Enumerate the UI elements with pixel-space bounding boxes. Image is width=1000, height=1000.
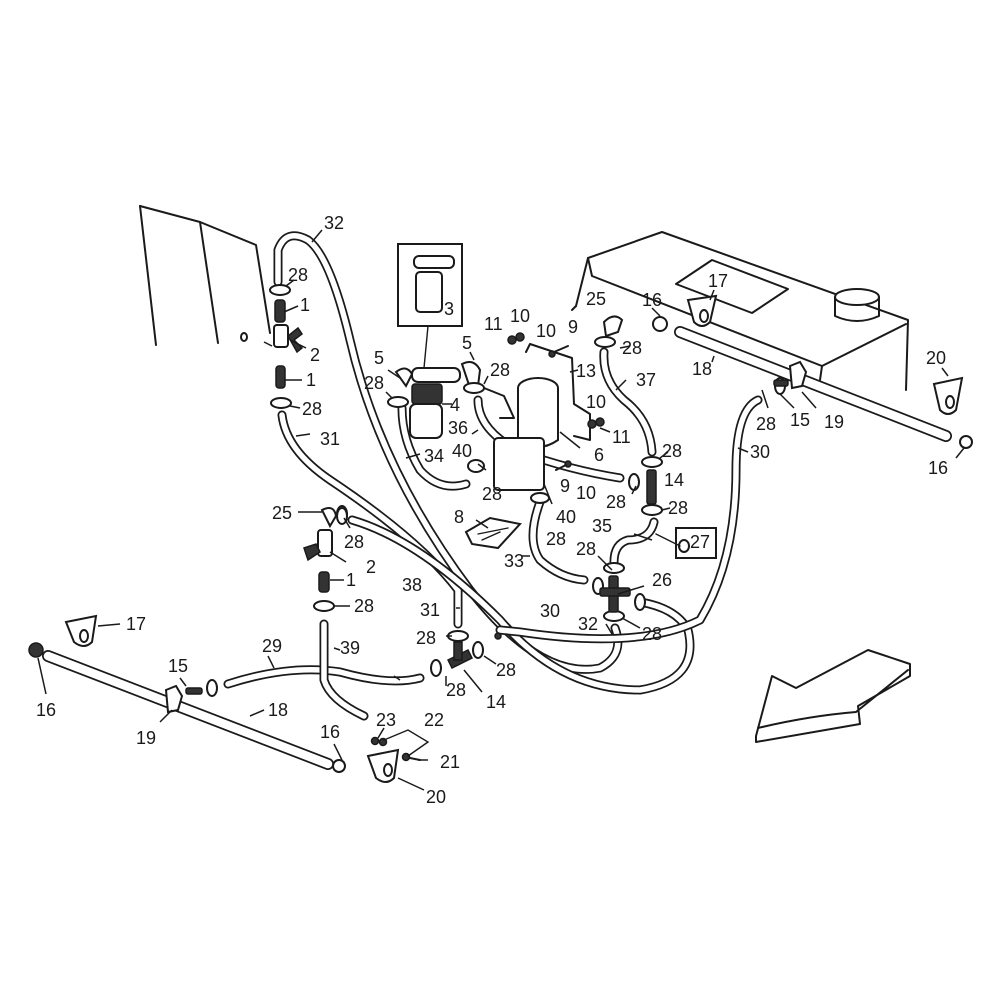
callout-6: 6 [594,445,604,465]
callout-15: 15 [790,410,810,430]
callout-11: 11 [484,314,503,334]
callout-28: 28 [576,539,596,559]
callout-labels: 32 28 1 2 1 28 31 3 5 5 28 28 4 36 34 40… [36,213,948,807]
callout-1: 1 [300,295,310,315]
callout-19: 19 [824,412,844,432]
callout-30: 30 [750,442,770,462]
callout-28: 28 [496,660,516,680]
callout-10: 10 [586,392,606,412]
callout-3: 3 [444,299,454,319]
fitting-1 [274,299,286,323]
tap-2 [273,324,289,348]
callout-30: 30 [540,601,560,621]
callout-4: 4 [450,395,460,415]
callout-14: 14 [486,692,506,712]
callout-38: 38 [402,575,422,595]
callout-17: 17 [708,271,728,291]
callout-26: 26 [652,570,672,590]
callout-22: 22 [424,710,444,730]
callout-10: 10 [536,321,556,341]
callout-20: 20 [926,348,946,368]
callout-17: 17 [126,614,146,634]
callout-16: 16 [642,290,662,310]
callout-18: 18 [268,700,288,720]
fuel-tank [571,231,909,391]
callout-2: 2 [366,557,376,577]
callout-28: 28 [668,498,688,518]
callout-5: 5 [374,348,384,368]
callout-32: 32 [578,614,598,634]
callout-1: 1 [346,570,356,590]
callout-28: 28 [364,373,384,393]
callout-14: 14 [664,470,684,490]
callout-5: 5 [462,333,472,353]
tubes [42,326,952,770]
callout-25: 25 [272,503,292,523]
callout-31: 31 [420,600,440,620]
callout-27: 27 [690,532,710,552]
callout-28: 28 [642,624,662,644]
callout-28: 28 [490,360,510,380]
callout-13: 13 [576,361,596,381]
callout-33: 33 [504,551,524,571]
callout-36: 36 [448,418,468,438]
callout-28: 28 [622,338,642,358]
callout-28: 28 [302,399,322,419]
callout-28: 28 [446,680,466,700]
hoses [223,231,763,721]
callout-40: 40 [556,507,576,527]
callout-40: 40 [452,441,472,461]
callout-34: 34 [424,446,444,466]
callout-10: 10 [510,306,530,326]
callout-10: 10 [576,483,596,503]
callout-2: 2 [310,345,320,365]
callout-8: 8 [454,507,464,527]
callout-16: 16 [320,722,340,742]
callout-9: 9 [568,317,578,337]
callout-28: 28 [288,265,308,285]
callout-20: 20 [426,787,446,807]
leader-lines [37,229,965,791]
front-direction-arrow [755,649,911,743]
callout-28: 28 [756,414,776,434]
callout-28: 28 [416,628,436,648]
callout-28: 28 [546,529,566,549]
callout-28: 28 [662,441,682,461]
clamp-28 [269,284,291,296]
callout-29: 29 [262,636,282,656]
callout-35: 35 [592,516,612,536]
callout-28: 28 [354,596,374,616]
callout-23: 23 [376,710,396,730]
callout-19: 19 [136,728,156,748]
callout-21: 21 [440,752,460,772]
frame-panel [139,205,271,346]
callout-37: 37 [636,370,656,390]
callout-9: 9 [560,476,570,496]
callout-18: 18 [692,359,712,379]
callout-28: 28 [482,484,502,504]
callout-1: 1 [306,370,316,390]
callout-15: 15 [168,656,188,676]
callout-28: 28 [344,532,364,552]
callout-31: 31 [320,429,340,449]
callout-16: 16 [36,700,56,720]
callout-39: 39 [340,638,360,658]
callout-16: 16 [928,458,948,478]
components [28,243,973,783]
filter-inset-box [397,243,463,327]
callout-28: 28 [606,492,626,512]
callout-32: 32 [324,213,344,233]
callout-25: 25 [586,289,606,309]
callout-11: 11 [612,427,631,447]
